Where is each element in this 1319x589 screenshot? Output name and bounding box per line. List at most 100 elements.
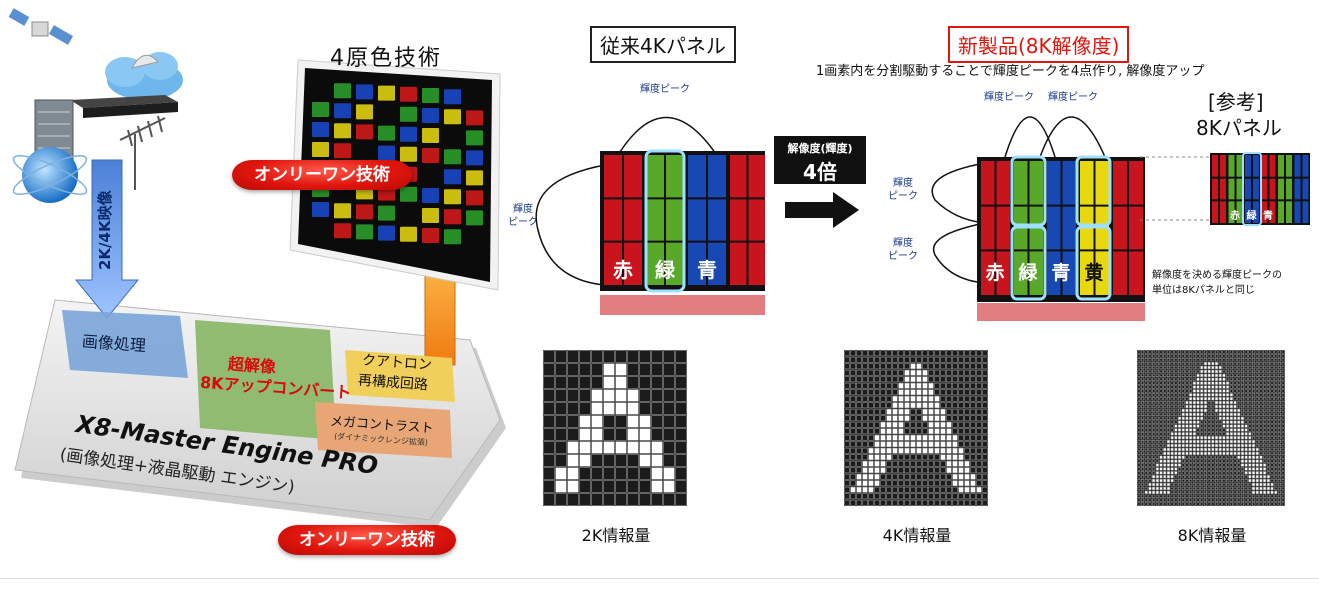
grid-cell bbox=[1148, 463, 1152, 467]
grid-cell bbox=[982, 441, 988, 448]
grid-cell bbox=[1237, 502, 1241, 506]
grid-cell bbox=[904, 499, 910, 506]
grid-cell bbox=[1218, 432, 1222, 436]
grid-cell bbox=[1226, 467, 1230, 471]
grid-cell bbox=[928, 434, 934, 441]
grid-cell bbox=[898, 493, 904, 500]
grid-cell bbox=[1252, 463, 1256, 467]
grid-cell bbox=[1174, 428, 1178, 432]
grid-cell bbox=[946, 369, 952, 376]
grid-cell bbox=[1141, 467, 1145, 471]
grid-cell bbox=[1252, 436, 1256, 440]
grid-cell bbox=[856, 363, 862, 370]
grid-cell bbox=[958, 376, 964, 383]
grid-cell bbox=[1281, 365, 1285, 370]
grid-cell bbox=[1259, 393, 1263, 397]
grid-cell bbox=[1196, 471, 1200, 475]
grid-cell bbox=[1148, 479, 1152, 483]
grid-cell bbox=[904, 350, 910, 357]
grid-cell bbox=[1192, 463, 1196, 467]
grid-cell bbox=[1152, 475, 1156, 479]
grid-cell bbox=[1244, 362, 1248, 366]
grid-cell bbox=[934, 441, 940, 448]
grid-cell bbox=[1185, 447, 1189, 452]
grid-cell bbox=[958, 493, 964, 500]
grid-cell bbox=[1277, 408, 1281, 413]
grid-cell bbox=[1233, 455, 1237, 459]
grid-cell bbox=[1155, 475, 1159, 479]
grid-cell bbox=[886, 493, 892, 500]
grid-cell bbox=[1215, 369, 1219, 374]
grid-cell bbox=[1177, 408, 1182, 413]
grid-cell bbox=[886, 467, 892, 474]
grid-cell bbox=[970, 480, 976, 487]
grid-cell bbox=[1226, 365, 1230, 370]
grid-cell bbox=[1244, 436, 1248, 440]
grid-cell bbox=[1226, 463, 1230, 467]
grid-cell bbox=[1226, 459, 1230, 463]
antenna-icon bbox=[119, 115, 166, 190]
grid-cell bbox=[1263, 354, 1267, 358]
grid-cell bbox=[982, 395, 988, 402]
grid-cell bbox=[1263, 350, 1267, 354]
grid-cell bbox=[892, 376, 898, 383]
grid-cell bbox=[1207, 498, 1211, 502]
grid-cell bbox=[1244, 490, 1248, 495]
grid-cell bbox=[874, 454, 880, 461]
grid-cell bbox=[1222, 467, 1226, 471]
grid-cell bbox=[1248, 369, 1252, 374]
grid-cell bbox=[1215, 416, 1219, 420]
grid-cell bbox=[1237, 451, 1241, 456]
grid-cell bbox=[1185, 482, 1189, 487]
grid-cell bbox=[952, 382, 958, 389]
grid-cell bbox=[1148, 400, 1152, 405]
grid-cell bbox=[1215, 475, 1219, 479]
subpixel-label: 赤 bbox=[985, 262, 1004, 284]
grid-cell bbox=[1163, 486, 1167, 491]
grid-cell bbox=[1177, 455, 1182, 459]
grid-cell bbox=[603, 480, 615, 493]
grid-cell bbox=[1200, 494, 1204, 498]
grid-cell bbox=[880, 356, 886, 363]
grid-cell bbox=[922, 421, 928, 428]
grid-cell bbox=[1166, 494, 1171, 498]
grid-cell bbox=[1248, 404, 1252, 409]
grid-cell bbox=[1148, 471, 1152, 475]
grid-cell bbox=[1244, 440, 1248, 444]
grid-cell bbox=[874, 363, 880, 370]
grid-cell bbox=[1177, 416, 1182, 420]
grid-cell bbox=[1266, 393, 1270, 397]
grid-cell bbox=[1211, 502, 1215, 506]
grid-cell bbox=[1215, 385, 1219, 389]
grid-cell bbox=[1174, 475, 1178, 479]
grid-cell bbox=[940, 415, 946, 422]
grid-cell bbox=[1211, 381, 1215, 385]
grid-cell bbox=[880, 480, 886, 487]
grid-cell bbox=[1166, 471, 1171, 475]
grid-cell bbox=[1263, 404, 1267, 409]
grid-cell bbox=[1222, 408, 1226, 413]
grid-cell bbox=[1203, 408, 1207, 413]
grid-cell bbox=[1281, 400, 1285, 405]
grid-cell bbox=[1252, 369, 1256, 374]
subpixel-label: 青 bbox=[1051, 262, 1070, 284]
grid-cell bbox=[844, 499, 850, 506]
grid-cell bbox=[868, 493, 874, 500]
grid-cell bbox=[1148, 490, 1152, 495]
grid-cell bbox=[1270, 350, 1274, 354]
grid-cell bbox=[868, 447, 874, 454]
grid-cell bbox=[1263, 440, 1267, 444]
grid-cell bbox=[868, 389, 874, 396]
grid-cell bbox=[1263, 451, 1267, 456]
grid-cell bbox=[886, 447, 892, 454]
grid-cell bbox=[1170, 400, 1174, 405]
grid-cell bbox=[1181, 447, 1185, 452]
grid-cell bbox=[1189, 389, 1193, 393]
grid-cell bbox=[1266, 369, 1270, 374]
grid-cell bbox=[1255, 393, 1259, 397]
grid-cell bbox=[1207, 467, 1211, 471]
grid-cell bbox=[1252, 498, 1256, 502]
grid-cell bbox=[1144, 408, 1148, 413]
grid-cell bbox=[1144, 498, 1148, 502]
grid-cell bbox=[1174, 440, 1178, 444]
